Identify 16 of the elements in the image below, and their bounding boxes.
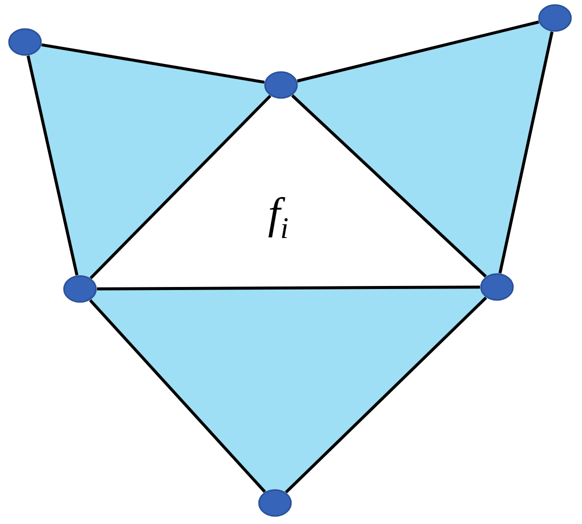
vertex-dot: [8, 28, 42, 56]
vertex-dot: [480, 273, 514, 301]
mesh-edge: [296, 20, 540, 82]
vertex-dot: [258, 489, 292, 517]
face-label: f$_{i}$: [268, 192, 289, 244]
vertex-dot: [264, 71, 298, 99]
mesh-edge: [291, 94, 487, 278]
mesh-edge: [26, 55, 78, 276]
mesh-edge: [284, 296, 488, 494]
vertex-dot: [538, 4, 572, 32]
mesh-edge: [90, 94, 272, 280]
mesh-edge: [97, 286, 480, 290]
mesh-edge: [89, 299, 266, 493]
mesh-edge: [41, 43, 265, 84]
vertex-dot: [63, 275, 97, 303]
mesh-edge: [498, 31, 554, 274]
